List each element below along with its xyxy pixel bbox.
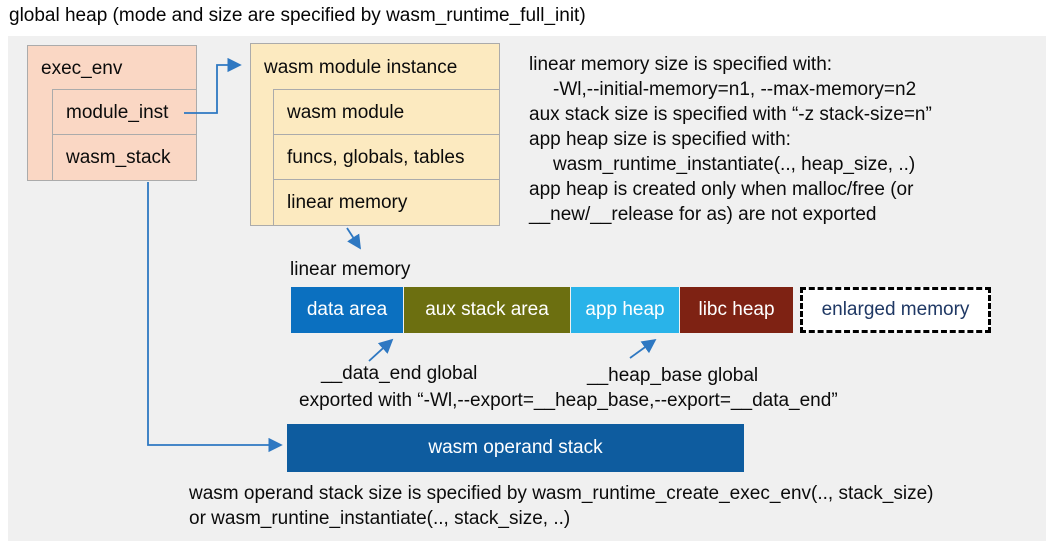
segment-libc-heap-label: libc heap (698, 299, 775, 320)
segment-app-heap-label: app heap (585, 299, 665, 320)
note-line: or wasm_runtine_instantiate(.., stack_si… (189, 508, 571, 529)
wasm-module-label: wasm module (287, 101, 405, 123)
note-line: wasm operand stack size is specified by … (189, 483, 934, 504)
segment-data-area-label: data area (306, 299, 388, 320)
segment-aux-stack-area: aux stack area (404, 287, 570, 333)
linear-memory-title: linear memory (290, 259, 411, 280)
wasm-operand-stack-bar: wasm operand stack (287, 424, 744, 472)
wasm-module-box: wasm module (273, 89, 500, 136)
wasm-operand-stack-label: wasm operand stack (428, 437, 603, 458)
segment-aux-stack-area-label: aux stack area (425, 299, 549, 320)
note-line: __new/__release for as) are not exported (529, 204, 877, 225)
stack-size-notes: wasm operand stack size is specified by … (189, 481, 934, 531)
segment-app-heap: app heap (571, 287, 679, 333)
segment-enlarged-memory-label: enlarged memory (821, 299, 970, 320)
note-line: -Wl,--initial-memory=n1, --max-memory=n2 (553, 79, 917, 100)
funcs-globals-tables-box: funcs, globals, tables (273, 134, 500, 181)
linear-memory-box: linear memory (273, 179, 500, 226)
exec-env-label: exec_env (41, 57, 123, 79)
note-line: aux stack size is specified with “-z sta… (529, 104, 932, 125)
page-title: global heap (mode and size are specified… (9, 5, 586, 26)
heap-base-global-label: __heap_base global (587, 365, 759, 386)
wasm-stack-box: wasm_stack (52, 134, 197, 181)
module-inst-label: module_inst (66, 101, 169, 123)
note-line: linear memory size is specified with: (529, 54, 833, 75)
segment-data-area: data area (291, 287, 403, 333)
funcs-globals-tables-label: funcs, globals, tables (287, 146, 465, 168)
wasm-stack-label: wasm_stack (66, 146, 171, 168)
note-line: app heap is created only when malloc/fre… (529, 179, 914, 200)
exported-with-label: exported with “-Wl,--export=__heap_base,… (299, 390, 838, 411)
module-instance-label: wasm module instance (264, 56, 458, 78)
module-inst-box: module_inst (52, 89, 197, 136)
segment-libc-heap: libc heap (680, 287, 793, 333)
note-line: app heap size is specified with: (529, 129, 791, 150)
data-end-global-label: __data_end global (321, 363, 478, 384)
linear-memory-row-label: linear memory (287, 191, 408, 213)
note-line: wasm_runtime_instantiate(.., heap_size, … (553, 154, 916, 175)
segment-enlarged-memory: enlarged memory (800, 287, 991, 333)
linker-notes: linear memory size is specified with: -W… (529, 52, 932, 227)
